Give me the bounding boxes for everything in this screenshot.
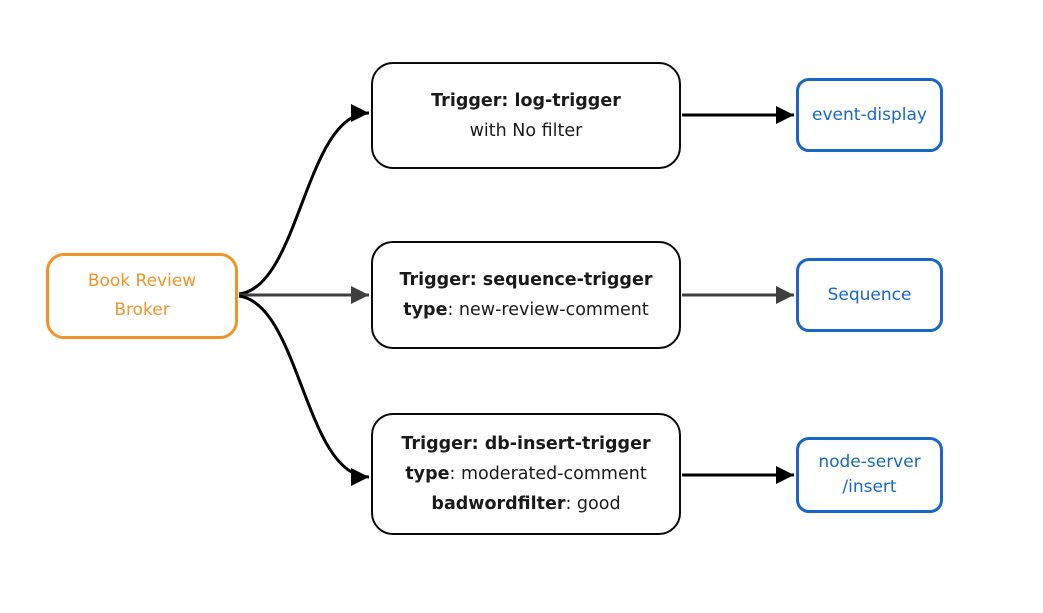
node-trigger-sequence: Trigger: sequence-trigger type: new-revi…	[371, 241, 681, 349]
edge-broker-to-log-trigger	[238, 104, 370, 296]
node-broker: Book Review Broker	[46, 253, 238, 339]
node-node-server-insert: node-server /insert	[796, 437, 943, 513]
trigger-db-attr-type: type: moderated-comment	[405, 464, 647, 484]
trigger-log-subtitle: with No filter	[469, 120, 583, 141]
edge-broker-to-db-insert-trigger	[238, 294, 370, 486]
trigger-log-title: Trigger: log-trigger	[431, 90, 621, 111]
node-sequence: Sequence	[796, 258, 943, 332]
trigger-db-title: Trigger: db-insert-trigger	[401, 434, 651, 454]
broker-label-line2: Broker	[114, 300, 170, 320]
node-trigger-db-insert: Trigger: db-insert-trigger type: moderat…	[371, 413, 681, 535]
sequence-label: Sequence	[827, 284, 912, 305]
node-trigger-log: Trigger: log-trigger with No filter	[371, 62, 681, 169]
broker-label-line1: Book Review	[87, 271, 197, 291]
trigger-sequence-title: Trigger: sequence-trigger	[399, 270, 653, 290]
node-server-label-line2: /insert	[842, 477, 897, 497]
event-display-label: event-display	[812, 104, 927, 125]
trigger-db-attr-badwordfilter: badwordfilter: good	[431, 494, 621, 514]
node-server-label-line1: node-server	[818, 452, 921, 472]
trigger-sequence-attr-type: type: new-review-comment	[403, 300, 649, 320]
node-event-display: event-display	[796, 78, 943, 152]
